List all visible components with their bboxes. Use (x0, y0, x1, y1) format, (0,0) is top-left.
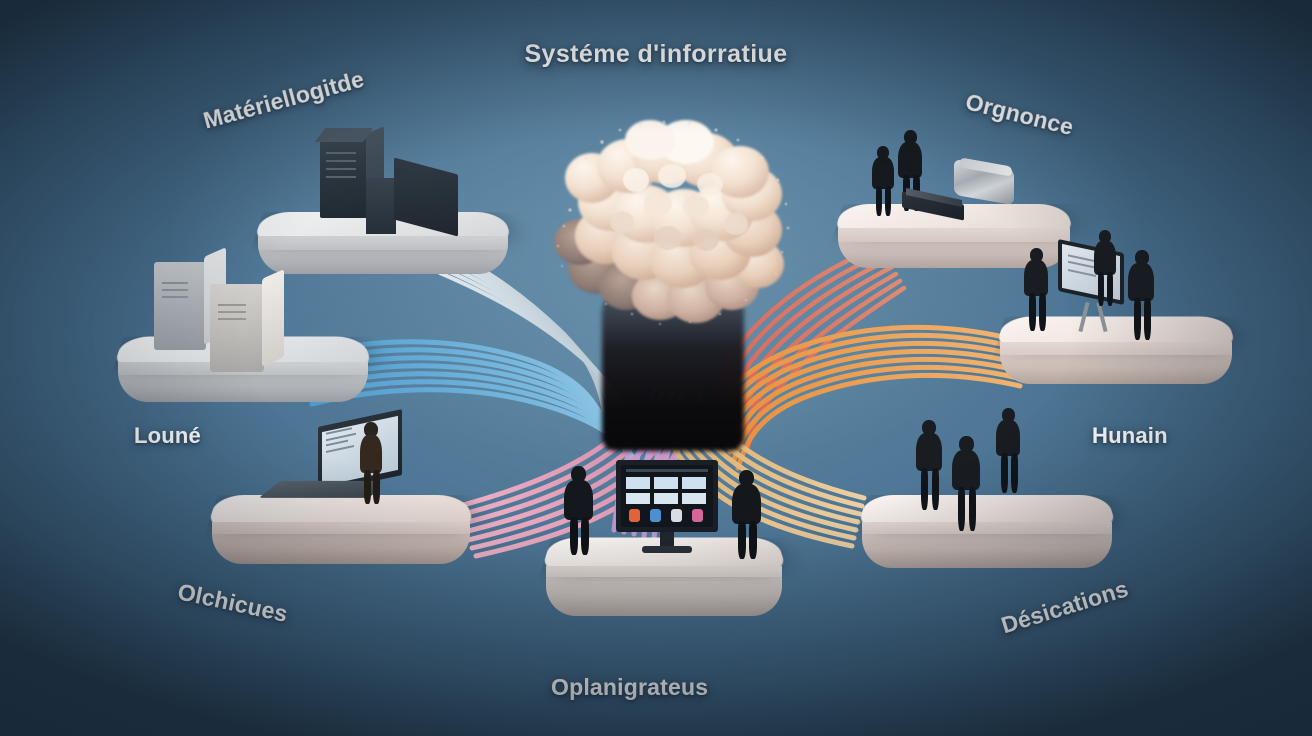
node-olchic[interactable] (205, 409, 477, 582)
node-hunain[interactable] (994, 230, 1238, 400)
dashboard-monitor (616, 460, 718, 564)
node-oplan[interactable] (540, 460, 788, 638)
node-desications[interactable] (855, 408, 1119, 586)
central-cloud (540, 118, 810, 451)
person-figure-right (730, 470, 764, 562)
dashboard-screen (621, 465, 713, 527)
node-loue[interactable] (111, 247, 375, 420)
person-figure-left (562, 466, 596, 558)
person-figure-small (870, 146, 896, 218)
platform-top (855, 494, 1119, 531)
person-figure-a (914, 420, 944, 512)
server-box-light-1 (154, 247, 226, 358)
node-materiel[interactable] (252, 126, 514, 292)
dark-console (902, 188, 972, 222)
label-oplan: Oplanigrateus (551, 674, 709, 700)
person-figure (356, 422, 386, 506)
person-figure-c (994, 408, 1022, 496)
person-figure-c (1126, 250, 1156, 342)
person-figure-b (950, 436, 982, 532)
server-box-dark (366, 157, 458, 248)
server-box-light-2 (210, 269, 284, 380)
server-tower-dark (314, 126, 384, 224)
cloud-body (554, 120, 790, 326)
page-title: Systéme d'inforratiue (524, 40, 788, 68)
label-hunain: Hunain (1092, 423, 1168, 448)
person-figure-b (1092, 230, 1118, 310)
label-loue: Louné (134, 423, 201, 448)
person-figure-a (1022, 248, 1050, 334)
